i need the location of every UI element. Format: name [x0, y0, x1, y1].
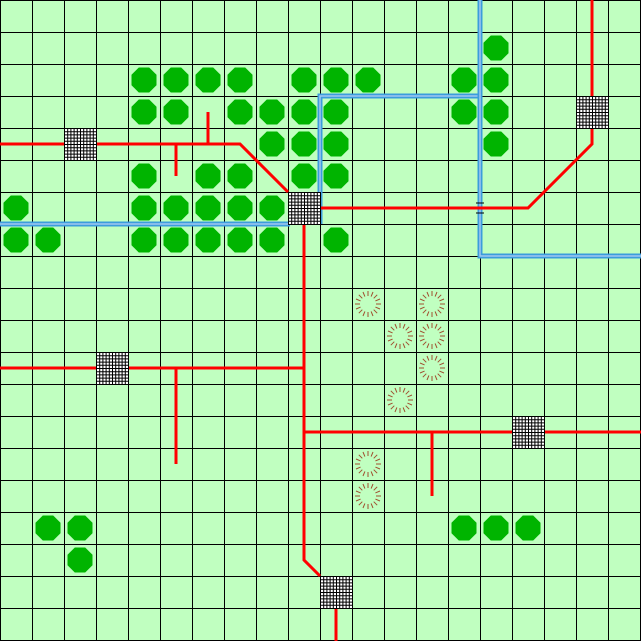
building-mesh [512, 416, 545, 449]
tree-icon [323, 163, 349, 189]
building[interactable] [96, 352, 129, 385]
tree-icon [451, 515, 477, 541]
tree-icon [3, 227, 29, 253]
water-pipe-core [319, 95, 480, 224]
trees [3, 35, 541, 573]
tree-icon [35, 227, 61, 253]
tree-icon [163, 99, 189, 125]
tree-icon [227, 163, 253, 189]
crossing-marker [476, 202, 484, 214]
tree-icon [131, 67, 157, 93]
tree-icon [131, 227, 157, 253]
dead-bush-icon [355, 291, 381, 317]
tree-icon [195, 227, 221, 253]
power-line [302, 224, 322, 578]
tree-icon [131, 99, 157, 125]
dead-bush-icon [355, 451, 381, 477]
tree-icon [259, 195, 285, 221]
water-pipes [0, 0, 641, 259]
building[interactable] [64, 128, 97, 161]
tree-icon [227, 99, 253, 125]
tree-icon [323, 131, 349, 157]
tree-icon [227, 67, 253, 93]
dead-bush-icon [387, 323, 413, 349]
tree-icon [259, 227, 285, 253]
tree-icon [35, 515, 61, 541]
tree-icon [195, 195, 221, 221]
tree-icon [291, 163, 317, 189]
dead-bush-icon [355, 483, 381, 509]
power-line [320, 0, 594, 210]
dead-bush-icon [419, 291, 445, 317]
tree-icon [163, 227, 189, 253]
building-mesh [288, 192, 321, 225]
tree-icon [451, 67, 477, 93]
tree-icon [131, 163, 157, 189]
building-mesh [96, 352, 129, 385]
tree-icon [323, 227, 349, 253]
tree-icon [163, 67, 189, 93]
power-line [96, 142, 290, 194]
tree-icon [291, 99, 317, 125]
tree-icon [227, 227, 253, 253]
tree-icon [323, 99, 349, 125]
tree-icon [259, 99, 285, 125]
tree-icon [227, 195, 253, 221]
tree-icon [323, 67, 349, 93]
tree-icon [291, 131, 317, 157]
dead-bush-icon [419, 323, 445, 349]
tree-icon [483, 515, 509, 541]
building[interactable] [288, 192, 321, 225]
building-mesh [320, 576, 353, 609]
tree-icon [291, 67, 317, 93]
building[interactable] [512, 416, 545, 449]
water-pipe-core [479, 0, 641, 257]
tree-icon [195, 163, 221, 189]
building-mesh [576, 96, 609, 129]
tree-icon [483, 131, 509, 157]
tree-icon [67, 515, 93, 541]
tree-icon [451, 99, 477, 125]
dead-bush-icon [387, 387, 413, 413]
building[interactable] [320, 576, 353, 609]
tree-icon [259, 131, 285, 157]
buildings [64, 96, 609, 609]
tree-icon [3, 195, 29, 221]
dead-bushes [355, 291, 445, 509]
building-mesh [64, 128, 97, 161]
tree-icon [515, 515, 541, 541]
tree-icon [483, 67, 509, 93]
tree-icon [131, 195, 157, 221]
tree-icon [483, 35, 509, 61]
dead-bush-icon [419, 355, 445, 381]
tree-icon [355, 67, 381, 93]
tree-icon [163, 195, 189, 221]
tree-icon [67, 547, 93, 573]
tree-icon [483, 99, 509, 125]
tree-icon [195, 67, 221, 93]
building[interactable] [576, 96, 609, 129]
